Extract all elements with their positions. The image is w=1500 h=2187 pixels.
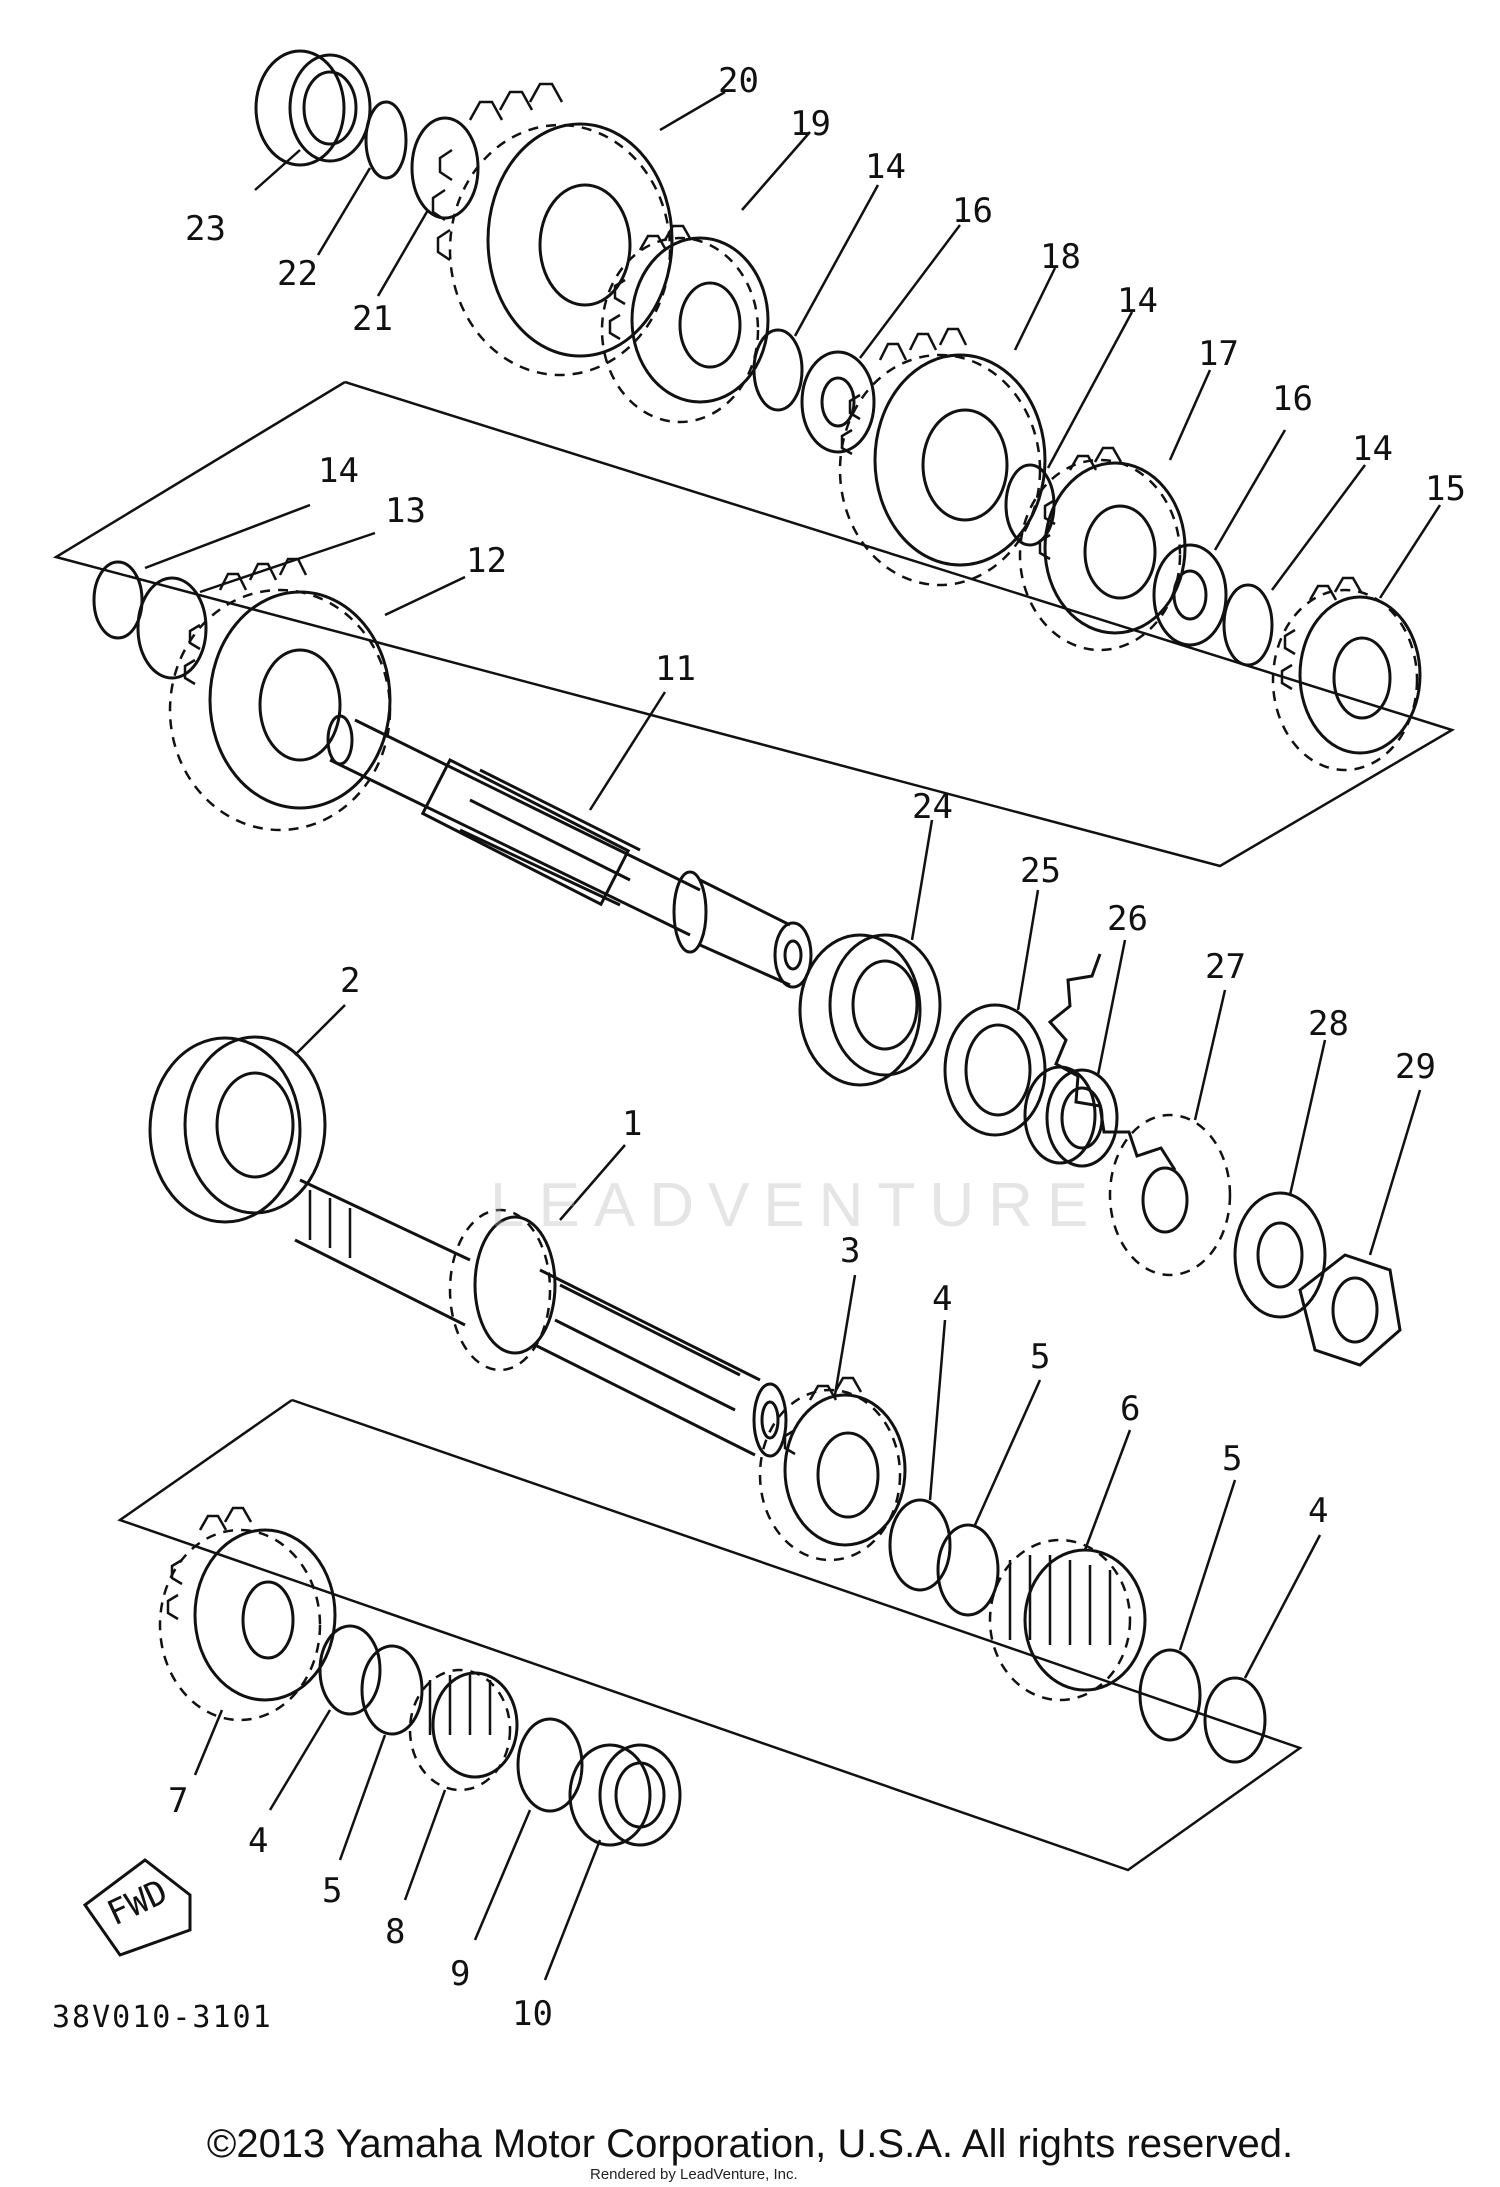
callout-9: 9 [450, 1954, 470, 1994]
callout-26: 26 [1107, 899, 1148, 939]
callout-10: 10 [512, 1994, 553, 2034]
bearing-24 [798, 933, 942, 1087]
washer-16b-inner [1172, 569, 1208, 621]
circlip-5a [936, 1523, 1000, 1617]
washer-16a [800, 350, 876, 454]
gear-15 [1271, 576, 1422, 772]
gear-8 [408, 1668, 519, 1792]
callout-4-a: 4 [932, 1279, 952, 1319]
fwd-label: FWD [101, 1872, 174, 1934]
callout-22: 22 [277, 254, 318, 294]
leadventure-watermark: LEADVENTURE [490, 1171, 1103, 1240]
washer-4c [318, 1624, 382, 1716]
circlip-14a [752, 328, 804, 412]
callout-16-a: 16 [952, 191, 993, 231]
callout-5-b: 5 [1222, 1439, 1242, 1479]
leader-lines [144, 90, 1442, 1981]
callout-28: 28 [1308, 1004, 1349, 1044]
callout-4-b: 4 [1308, 1491, 1328, 1531]
washer-4b [1203, 1676, 1267, 1764]
callout-4-c: 4 [248, 1821, 268, 1861]
callout-7: 7 [168, 1781, 188, 1821]
circlip-5c [360, 1644, 424, 1736]
callout-25: 25 [1020, 851, 1061, 891]
collar-26 [1023, 1065, 1119, 1168]
callout-12: 12 [466, 541, 507, 581]
circlip-5b [1138, 1648, 1202, 1742]
callout-17: 17 [1198, 334, 1239, 374]
gear-7 [158, 1506, 337, 1722]
circlip-22 [364, 100, 408, 180]
callout-21: 21 [352, 299, 393, 339]
callout-14-c: 14 [1352, 429, 1393, 469]
drawing-code: 38V010-3101 [52, 2000, 273, 2035]
washer-9 [516, 1717, 584, 1813]
bearing-10 [568, 1743, 682, 1847]
washer-16b [1152, 543, 1228, 647]
main-axle-1 [294, 1178, 788, 1458]
forward-direction-arrow: FWD [82, 1858, 192, 1957]
nut-29 [1298, 1253, 1402, 1367]
callout-14-a: 14 [865, 147, 906, 187]
callout-3: 3 [840, 1231, 860, 1271]
circlip-14c [1222, 583, 1274, 667]
oil-seal-25 [943, 1003, 1047, 1137]
washer-16a-inner [820, 376, 856, 428]
lock-washer-28 [1233, 1191, 1327, 1319]
washer-4a [888, 1498, 952, 1592]
bearing-23 [254, 49, 372, 167]
callout-8: 8 [385, 1912, 405, 1952]
gear-6 [988, 1538, 1147, 1702]
callout-numbers: 23 22 21 20 19 14 16 18 14 17 16 14 15 1… [168, 61, 1466, 2034]
gear-17 [1018, 446, 1187, 652]
circlip-14d [92, 560, 144, 640]
gear-20 [431, 82, 674, 377]
callout-1: 1 [622, 1104, 642, 1144]
callout-16-b: 16 [1272, 379, 1313, 419]
callout-5-c: 5 [322, 1871, 342, 1911]
callout-2: 2 [340, 961, 360, 1001]
callout-5-a: 5 [1030, 1337, 1050, 1377]
sprocket-27 [1047, 953, 1232, 1277]
gear-12 [168, 557, 392, 832]
rendered-by-notice: Rendered by LeadVenture, Inc. [590, 2166, 798, 2183]
callout-6: 6 [1120, 1389, 1140, 1429]
callout-24: 24 [912, 787, 953, 827]
callout-23: 23 [185, 209, 226, 249]
copyright-notice: ©2013 Yamaha Motor Corporation, U.S.A. A… [206, 2122, 1294, 2166]
gear-19 [600, 224, 770, 424]
bearing-2 [148, 1035, 327, 1224]
callout-14-b: 14 [1117, 281, 1158, 321]
upper-group-frame [52, 380, 1456, 868]
callout-13: 13 [385, 491, 426, 531]
callout-11: 11 [655, 649, 696, 689]
callout-15: 15 [1425, 469, 1466, 509]
callout-29: 29 [1395, 1047, 1436, 1087]
callout-18: 18 [1040, 237, 1081, 277]
callout-19: 19 [790, 104, 831, 144]
callout-20: 20 [718, 61, 759, 101]
lower-group-frame [117, 1398, 1303, 1872]
gear-3 [758, 1376, 907, 1562]
drive-axle-11 [326, 714, 813, 989]
callout-27: 27 [1205, 947, 1246, 987]
washer-13 [136, 576, 208, 680]
callout-14-d: 14 [318, 451, 359, 491]
washer-21 [410, 116, 480, 220]
